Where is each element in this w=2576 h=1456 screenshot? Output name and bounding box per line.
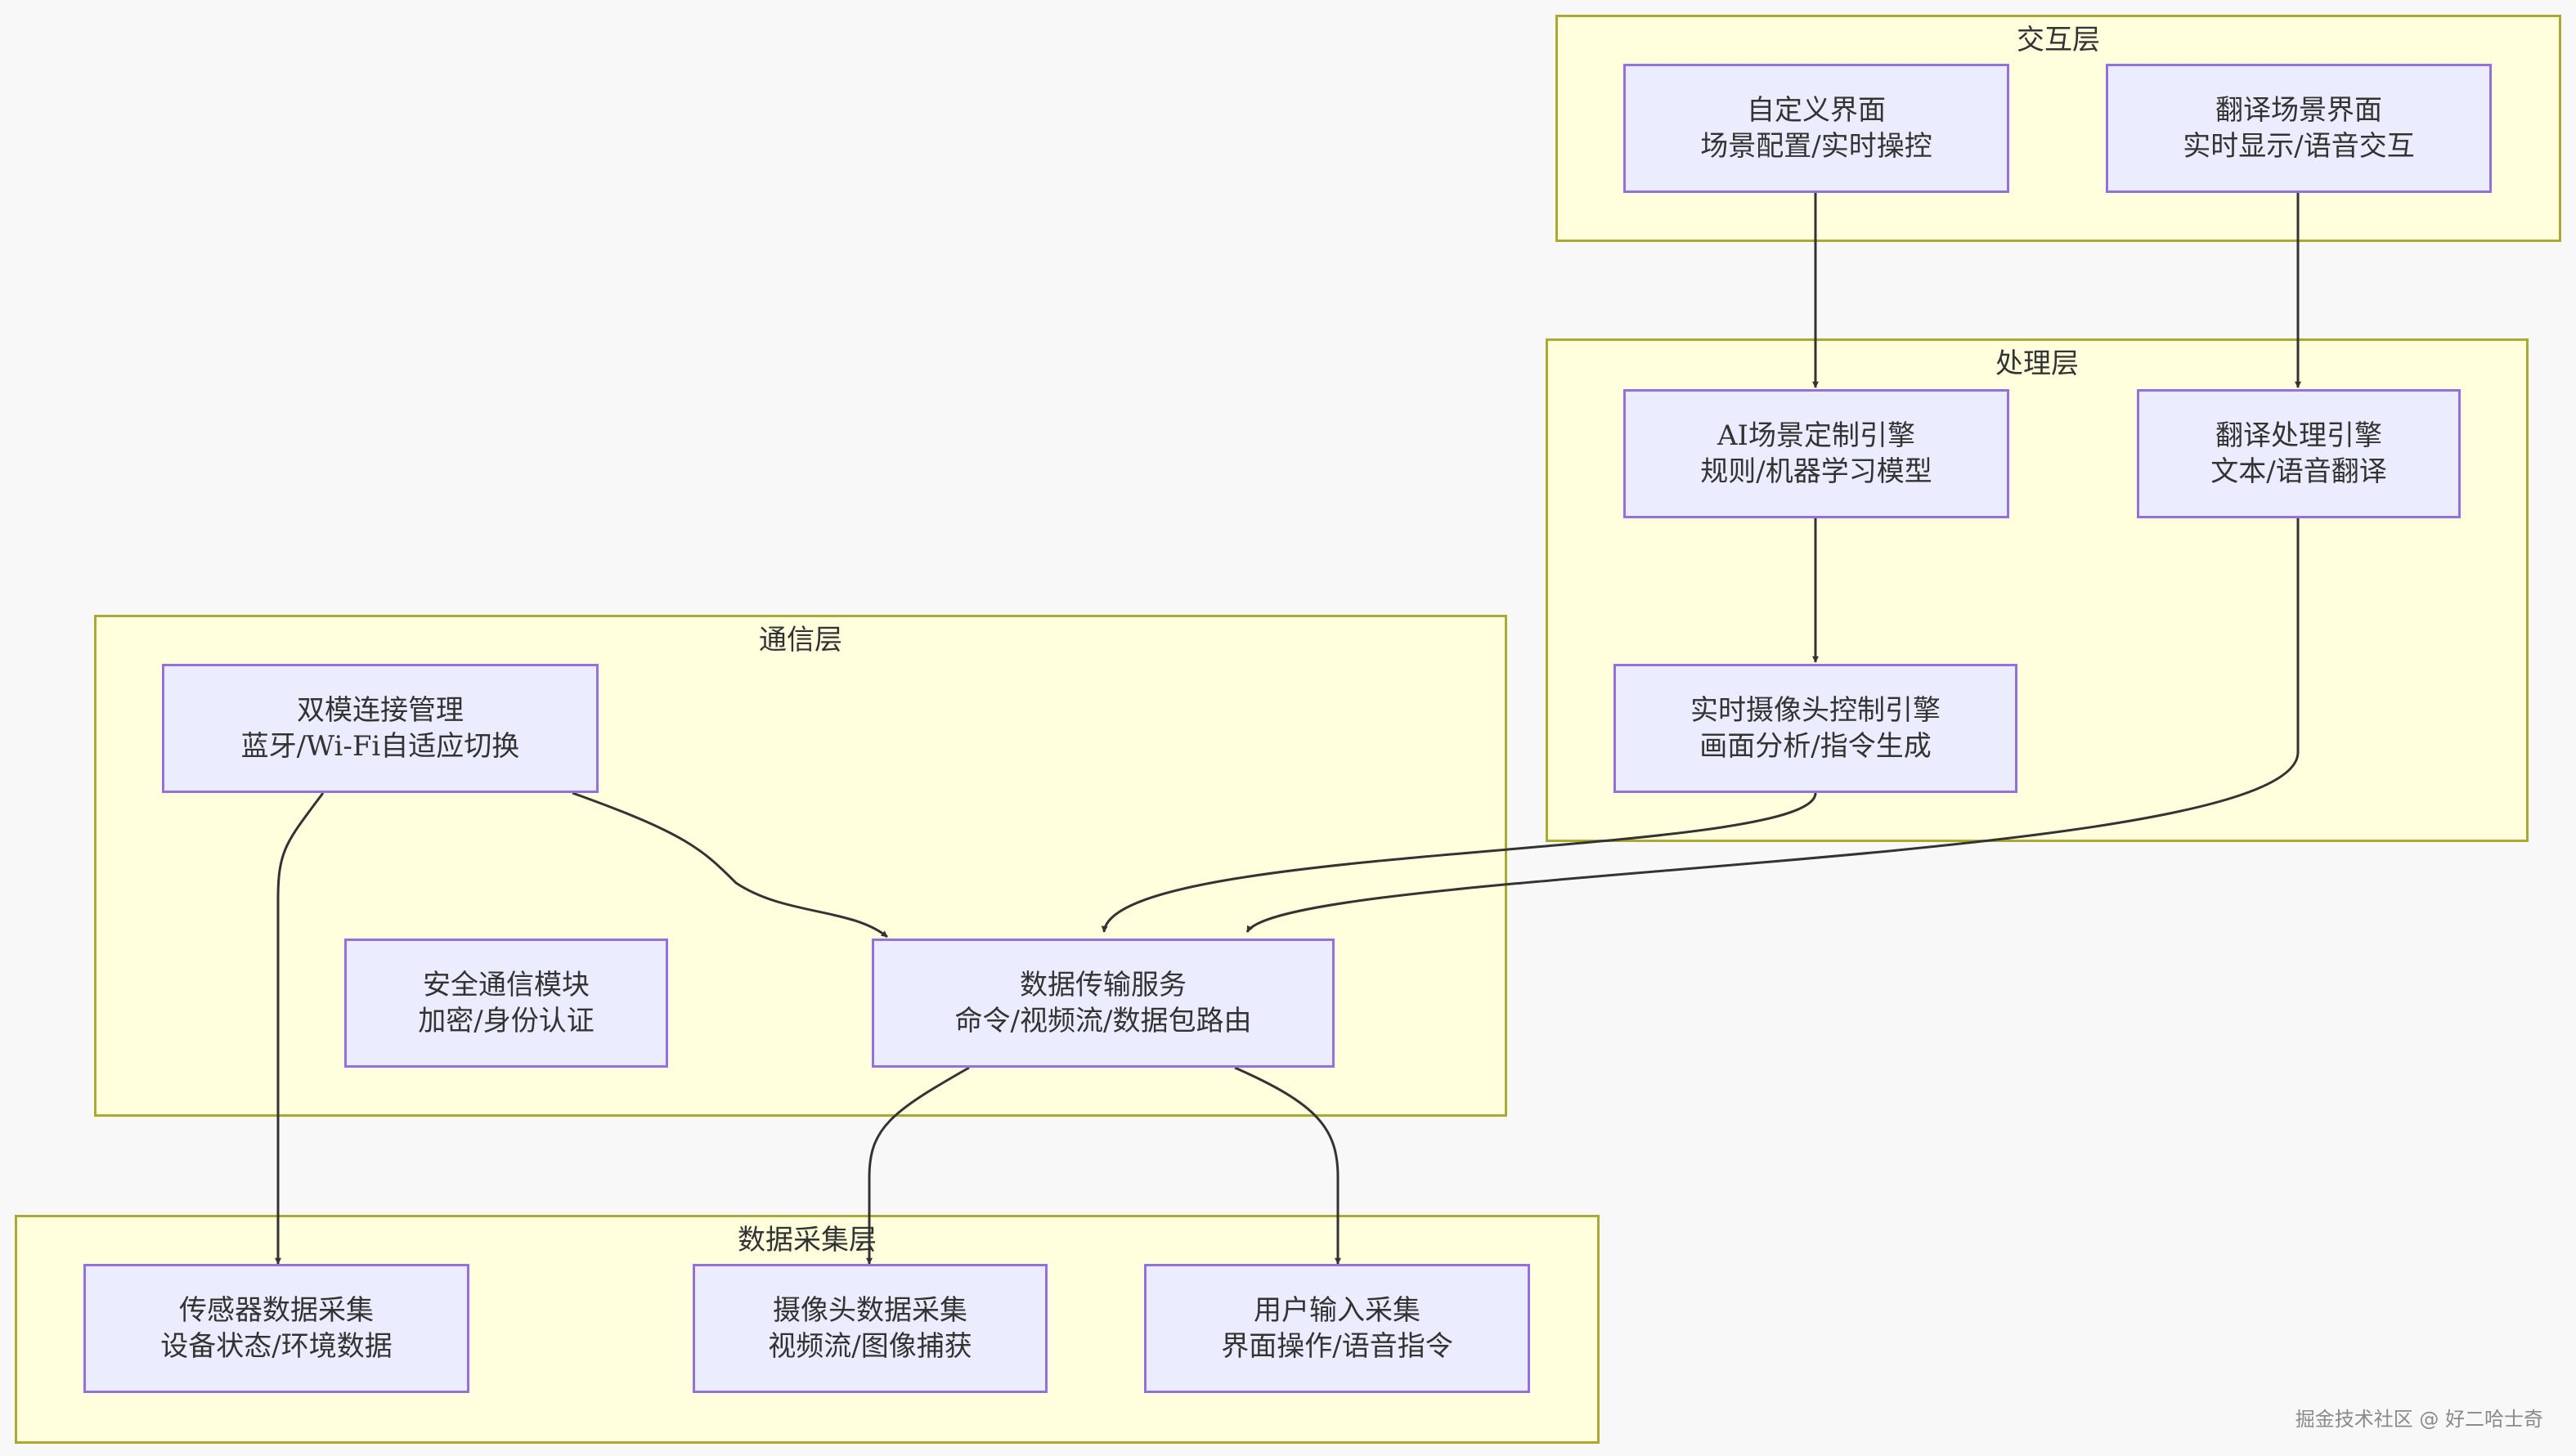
- node-line: 画面分析/指令生成: [1699, 730, 1932, 763]
- node-line: 传感器数据采集: [179, 1294, 374, 1327]
- node-line: 实时摄像头控制引擎: [1690, 694, 1941, 727]
- node-translate-ui: 翻译场景界面 实时显示/语音交互: [2106, 64, 2492, 193]
- node-security: 安全通信模块 加密/身份认证: [344, 939, 668, 1068]
- node-custom-ui: 自定义界面 场景配置/实时操控: [1623, 64, 2009, 193]
- node-dual-mode: 双模连接管理 蓝牙/Wi-Fi自适应切换: [162, 664, 599, 793]
- node-line: 蓝牙/Wi-Fi自适应切换: [240, 730, 520, 763]
- node-ai-engine: AI场景定制引擎 规则/机器学习模型: [1623, 389, 2009, 518]
- edge-translate-engine-to-transport: [1245, 518, 2300, 933]
- node-line: AI场景定制引擎: [1717, 419, 1915, 452]
- node-line: 翻译场景界面: [2215, 94, 2382, 127]
- node-camera-data: 摄像头数据采集 视频流/图像捕获: [693, 1264, 1048, 1393]
- node-line: 数据传输服务: [1020, 969, 1187, 1001]
- node-user-input: 用户输入采集 界面操作/语音指令: [1144, 1264, 1530, 1393]
- cluster-title: 交互层: [2017, 24, 2100, 56]
- cluster-title: 数据采集层: [738, 1224, 877, 1257]
- edge-dual-mode-to-sensor: [275, 792, 325, 1265]
- node-line: 自定义界面: [1747, 94, 1886, 127]
- edge-transport-to-user-input: [1234, 1066, 1341, 1265]
- edge-dual-mode-to-transport: [572, 791, 888, 939]
- node-line: 命令/视频流/数据包路由: [954, 1005, 1252, 1037]
- node-line: 场景配置/实时操控: [1700, 130, 1932, 163]
- node-sensor: 传感器数据采集 设备状态/环境数据: [83, 1264, 469, 1393]
- node-line: 用户输入采集: [1254, 1294, 1420, 1327]
- node-camera-engine: 实时摄像头控制引擎 画面分析/指令生成: [1613, 664, 2017, 793]
- node-translate-engine: 翻译处理引擎 文本/语音翻译: [2137, 389, 2461, 518]
- cluster-title: 通信层: [759, 624, 842, 656]
- node-line: 设备状态/环境数据: [160, 1330, 393, 1363]
- node-line: 文本/语音翻译: [2210, 455, 2387, 488]
- node-line: 实时显示/语音交互: [2183, 130, 2415, 163]
- node-line: 安全通信模块: [423, 969, 590, 1001]
- edge-transport-to-camera-data: [866, 1066, 970, 1265]
- edge-camera-engine-to-transport: [1101, 792, 1817, 933]
- cluster-title: 处理层: [1995, 347, 2079, 380]
- node-line: 摄像头数据采集: [773, 1294, 967, 1327]
- node-line: 加密/身份认证: [418, 1005, 595, 1037]
- node-line: 双模连接管理: [297, 694, 464, 727]
- node-line: 视频流/图像捕获: [768, 1330, 972, 1363]
- node-line: 规则/机器学习模型: [1700, 455, 1932, 488]
- node-line: 界面操作/语音指令: [1221, 1330, 1453, 1363]
- node-transport: 数据传输服务 命令/视频流/数据包路由: [872, 939, 1335, 1068]
- node-line: 翻译处理引擎: [2215, 419, 2382, 452]
- watermark: 掘金技术社区 @ 好二哈士奇: [2295, 1408, 2543, 1431]
